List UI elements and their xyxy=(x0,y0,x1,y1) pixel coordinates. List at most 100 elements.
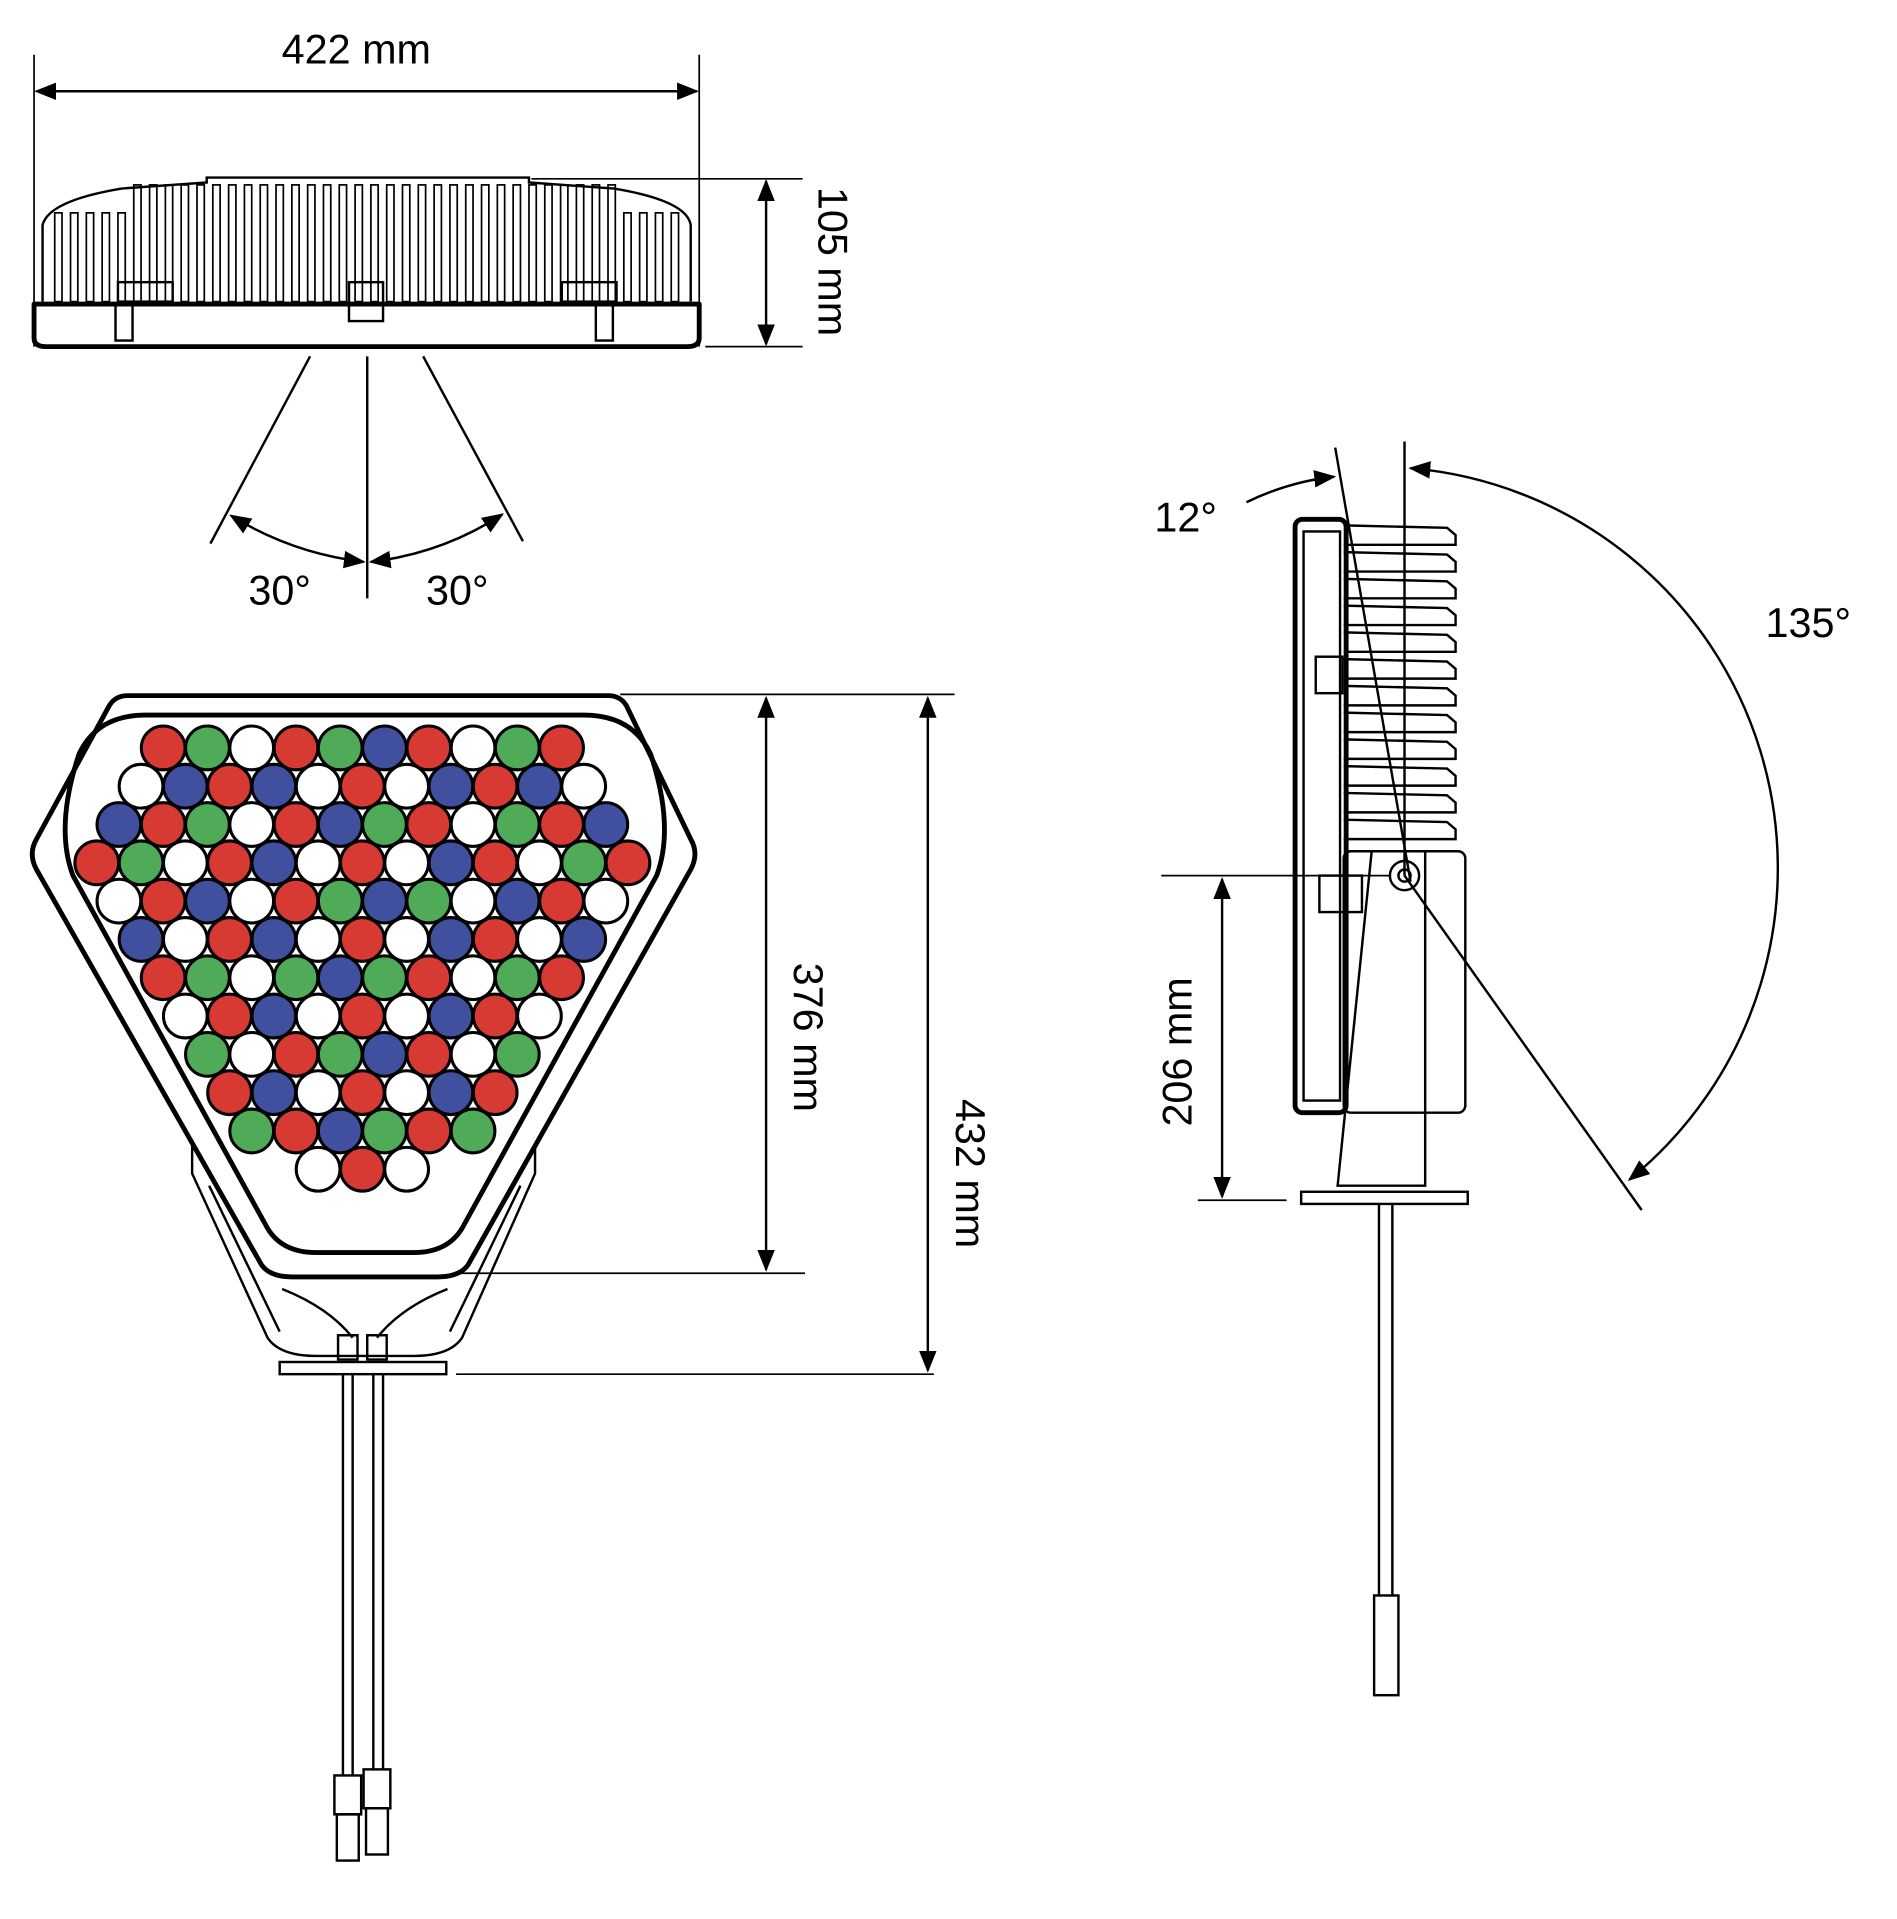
heatsink-fin xyxy=(543,184,553,303)
led xyxy=(294,992,342,1040)
led xyxy=(73,839,121,887)
heatsink-fin xyxy=(528,184,538,303)
face-height-label: 376 mm xyxy=(785,963,831,1112)
led xyxy=(383,916,431,963)
led xyxy=(538,801,585,848)
led xyxy=(184,954,231,1002)
led xyxy=(294,762,342,810)
led xyxy=(449,724,497,772)
heatsink-fin xyxy=(449,184,459,303)
led xyxy=(161,992,209,1040)
heatsink-fin xyxy=(338,184,348,303)
led xyxy=(294,916,342,963)
depth-label: 105 mm xyxy=(809,187,855,336)
beam-angle-right-label: 30° xyxy=(426,567,489,613)
led xyxy=(449,877,497,925)
heatsink-side xyxy=(31,176,702,350)
led xyxy=(405,1107,453,1155)
heatsink-fin xyxy=(401,184,411,303)
heatsink-fin xyxy=(654,212,664,303)
pivot-height-label: 206 mm xyxy=(1155,977,1201,1126)
top-view: 422 mm 105 mm 30° 30° xyxy=(31,26,855,613)
side-fin xyxy=(1343,657,1457,680)
stand xyxy=(1336,851,1427,1187)
led xyxy=(184,801,231,848)
led xyxy=(316,1030,364,1078)
led xyxy=(117,762,165,810)
led xyxy=(95,877,143,925)
heatsink-fin xyxy=(148,184,158,303)
led xyxy=(316,954,364,1002)
heatsink-fin xyxy=(211,184,221,303)
led xyxy=(516,916,563,963)
led xyxy=(338,762,386,810)
led xyxy=(405,877,453,925)
total-height-label: 432 mm xyxy=(947,1099,993,1248)
led xyxy=(493,1030,541,1078)
led xyxy=(582,877,630,925)
led xyxy=(294,1145,342,1193)
side-fin xyxy=(1343,764,1457,787)
led xyxy=(161,839,209,887)
heatsink-fin xyxy=(180,184,190,303)
side-fin xyxy=(1343,550,1457,573)
led xyxy=(272,724,320,772)
led xyxy=(361,724,408,772)
led xyxy=(272,1107,320,1155)
led xyxy=(228,724,276,772)
heatsink-fin xyxy=(575,184,585,303)
heatsink-fin xyxy=(433,184,443,303)
side-fin xyxy=(1343,791,1457,814)
led xyxy=(427,916,475,963)
led xyxy=(493,877,541,925)
side-fin xyxy=(1343,604,1457,627)
led xyxy=(250,916,298,963)
led xyxy=(228,801,276,848)
side-base-plate xyxy=(1299,1190,1469,1206)
led xyxy=(604,839,652,887)
heatsink-fin xyxy=(385,184,395,303)
led xyxy=(95,801,143,848)
led xyxy=(383,1145,431,1193)
tilt-forward-label: 135° xyxy=(1765,600,1850,646)
led xyxy=(383,839,431,887)
heatsink-fin xyxy=(670,212,680,303)
led xyxy=(272,1030,320,1078)
heatsink-fin xyxy=(607,184,617,303)
led xyxy=(139,954,187,1002)
heatsink-fin xyxy=(638,212,648,303)
led xyxy=(449,1030,497,1078)
heatsink-fin xyxy=(69,212,79,303)
heatsink-fin xyxy=(464,184,474,303)
led xyxy=(427,992,475,1040)
heatsink-fin xyxy=(306,184,316,303)
led xyxy=(405,1030,453,1078)
led xyxy=(449,801,497,848)
led xyxy=(184,877,231,925)
heatsink-fin xyxy=(132,184,142,303)
heatsink-fin xyxy=(85,212,95,303)
led xyxy=(538,954,585,1002)
cable-connector-right xyxy=(362,1768,392,1856)
heatsink-fin xyxy=(53,212,63,303)
led xyxy=(560,762,608,810)
led xyxy=(228,954,276,1002)
mounting-plate xyxy=(278,1360,448,1376)
led xyxy=(361,1030,408,1078)
led xyxy=(449,1107,497,1155)
led xyxy=(427,839,475,887)
led xyxy=(383,992,431,1040)
front-housing-inner xyxy=(62,712,667,1255)
side-view: 12° 135° 206 mm xyxy=(1154,441,1851,1697)
led xyxy=(427,762,475,810)
led xyxy=(338,992,386,1040)
heatsink-fin xyxy=(480,184,490,303)
led xyxy=(206,1069,253,1117)
led xyxy=(361,1107,408,1155)
led xyxy=(316,1107,364,1155)
front-housing-outer xyxy=(29,693,698,1280)
led xyxy=(250,762,298,810)
beam-angle-left-label: 30° xyxy=(248,567,311,613)
led xyxy=(206,992,253,1040)
led xyxy=(294,839,342,887)
